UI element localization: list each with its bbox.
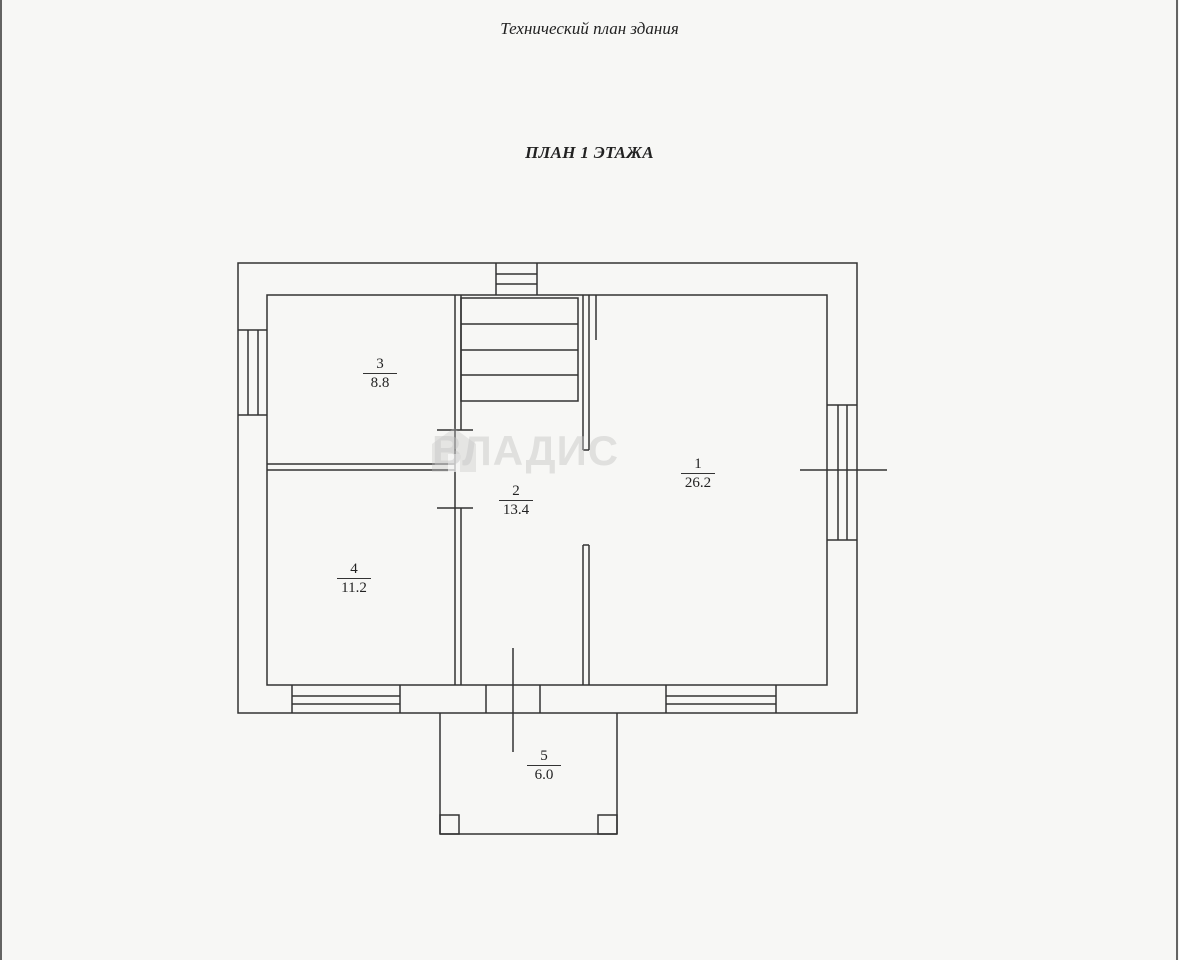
partition-walls [267,295,597,685]
window-right [800,404,887,541]
outer-wall [237,262,858,714]
room-label-3: 3 8.8 [363,356,397,392]
window-bottom-left [291,685,401,713]
room-number: 2 [512,483,520,499]
room-number: 1 [694,456,702,472]
window-top [495,263,538,295]
room-number: 4 [350,561,358,577]
watermark-text: ВЛАДИС [432,427,620,474]
staircase [460,297,579,402]
room-area: 13.4 [499,500,533,519]
window-bottom-right [665,685,777,713]
document-title: Технический план здания [500,19,679,38]
porch [439,713,618,835]
room-number: 3 [376,356,384,372]
plan-title: ПЛАН 1 ЭТАЖА [525,143,654,162]
watermark-house-icon [432,428,476,472]
room-area: 11.2 [337,578,371,597]
window-left [238,329,267,416]
room-area: 8.8 [363,373,397,392]
entrance-door [485,685,541,713]
room-number: 5 [540,748,548,764]
room-label-2: 2 13.4 [499,483,533,519]
inner-wall [266,294,828,686]
room-label-5: 5 6.0 [527,748,561,784]
room-label-1: 1 26.2 [681,456,715,492]
room-area: 26.2 [681,473,715,492]
room-area: 6.0 [527,765,561,784]
room-label-4: 4 11.2 [337,561,371,597]
